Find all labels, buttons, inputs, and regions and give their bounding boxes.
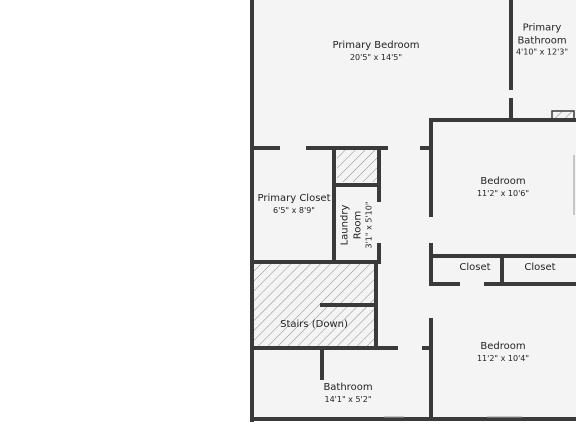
room-name: Stairs (Down) xyxy=(280,318,348,330)
room-name: Primary Bedroom xyxy=(332,39,420,51)
room-name-line2: Room xyxy=(352,210,363,240)
room-stairs: Stairs (Down) xyxy=(280,319,348,332)
room-name: Bedroom xyxy=(480,175,526,187)
room-name-line1: Laundry xyxy=(339,204,351,246)
room-name-line1: Primary xyxy=(522,22,562,34)
walls xyxy=(250,0,576,422)
room-closet-2: Closet xyxy=(524,262,555,275)
room-name-line2: Bathroom xyxy=(517,35,567,46)
chimney-hatch xyxy=(337,150,377,182)
room-dims: 11'2" x 10'4" xyxy=(476,353,530,363)
room-dims: 14'1" x 5'2" xyxy=(324,394,372,404)
room-name: Primary Closet xyxy=(257,192,331,204)
room-bathroom: Bathroom 14'1" x 5'2" xyxy=(323,382,372,405)
room-dims: 6'5" x 8'9" xyxy=(273,205,315,215)
room-dims: 4'10" x 12'3" xyxy=(515,47,569,57)
room-name: Closet xyxy=(459,261,491,273)
room-name: Bedroom xyxy=(480,340,526,352)
room-laundry: Laundry Room 3'1" x 5'10" xyxy=(340,201,375,248)
room-bedroom-2: Bedroom 11'2" x 10'4" xyxy=(477,341,529,364)
room-name: Closet xyxy=(524,261,556,273)
windows xyxy=(384,155,575,418)
room-primary-bedroom: Primary Bedroom 20'5" x 14'5" xyxy=(332,40,419,63)
room-name: Bathroom xyxy=(323,381,373,393)
room-dims: 11'2" x 10'6" xyxy=(476,188,530,198)
room-closet-1: Closet xyxy=(459,262,490,275)
room-dims: 20'5" x 14'5" xyxy=(349,52,403,62)
room-primary-bathroom: Primary Bathroom 4'10" x 12'3" xyxy=(516,23,568,58)
room-primary-closet: Primary Closet 6'5" x 8'9" xyxy=(258,193,331,216)
room-dims: 3'1" x 5'10" xyxy=(364,201,374,249)
fixture-hatch xyxy=(551,110,575,120)
room-bedroom-1: Bedroom 11'2" x 10'6" xyxy=(477,176,529,199)
